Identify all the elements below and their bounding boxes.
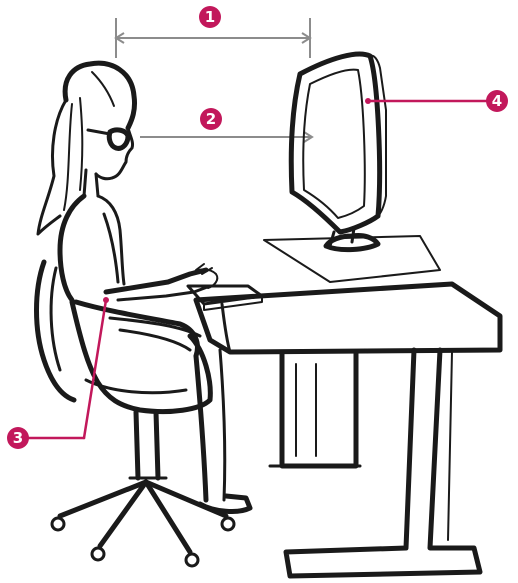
callout-marker-4: 4 xyxy=(486,90,508,112)
callout-4-leader-dot xyxy=(365,98,371,104)
callout-marker-3: 3 xyxy=(7,427,29,449)
callout-2-number: 2 xyxy=(206,110,216,128)
callout-3-number: 3 xyxy=(13,429,23,447)
callout-4-number: 4 xyxy=(492,92,502,110)
glasses xyxy=(88,130,128,148)
callout-3-leader-dot xyxy=(103,297,109,303)
callout-3-leader-diagonal xyxy=(84,300,106,438)
callout-marker-2: 2 xyxy=(200,108,222,130)
eye-level-measure-2 xyxy=(140,132,312,142)
callout-leaders xyxy=(29,98,486,438)
callout-marker-1: 1 xyxy=(199,6,221,28)
callout-1-number: 1 xyxy=(205,8,215,26)
monitor xyxy=(291,54,386,250)
